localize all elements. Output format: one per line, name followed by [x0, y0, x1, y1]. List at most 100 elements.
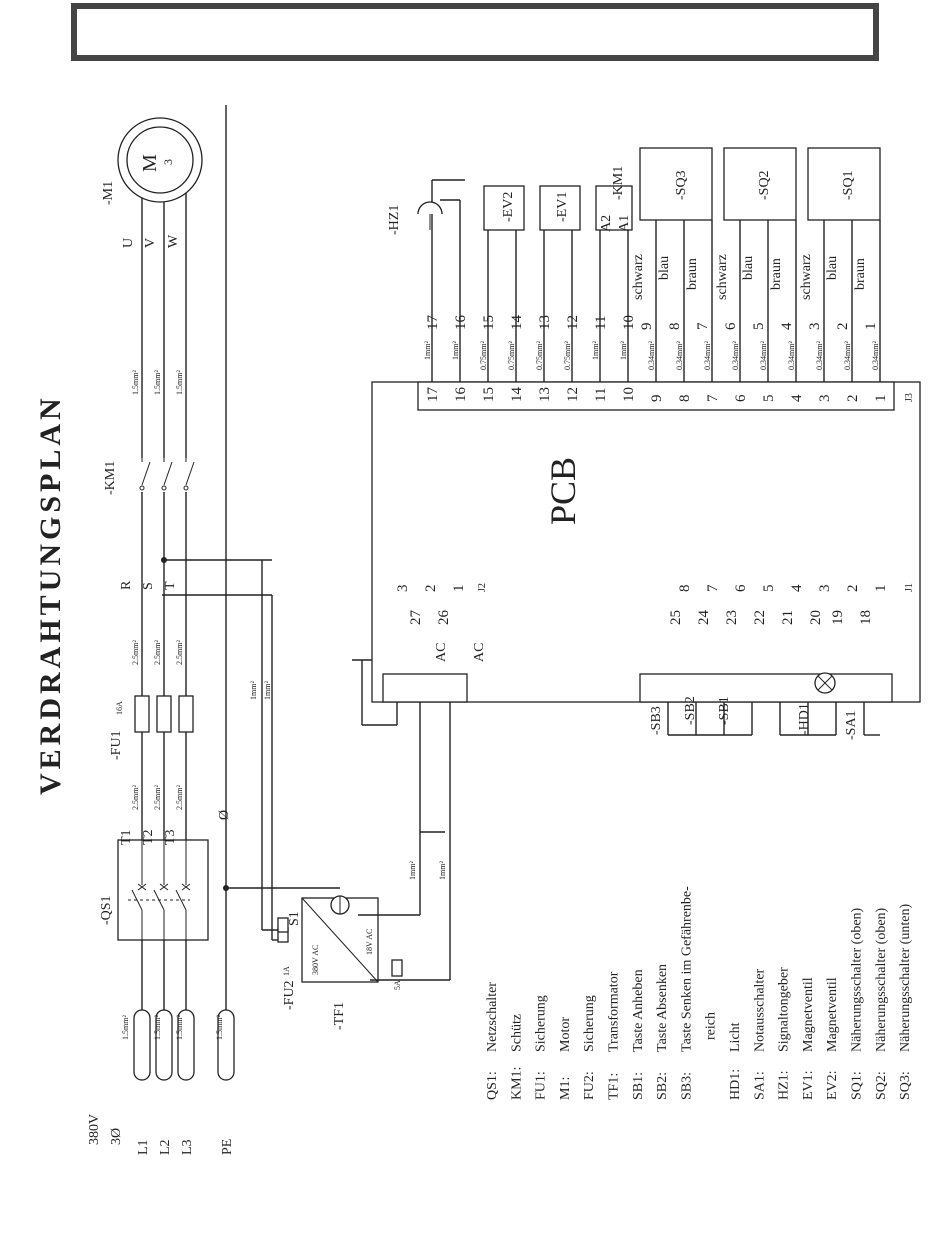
label-sq1: -SQ1	[841, 170, 856, 200]
svg-text:6: 6	[733, 584, 749, 592]
legend-desc: Magnetventil	[825, 977, 840, 1052]
svg-text:0.34mm²: 0.34mm²	[703, 341, 712, 370]
label-km1-coil: -KM1	[611, 166, 626, 200]
svg-text:18: 18	[858, 610, 874, 625]
svg-text:0.34mm²: 0.34mm²	[675, 341, 684, 370]
legend-code: TF1:	[607, 1073, 622, 1100]
legend-code: KM1:	[509, 1067, 524, 1100]
label-t1: T1	[119, 829, 134, 845]
label-t2: T2	[141, 829, 156, 845]
svg-text:4: 4	[789, 394, 805, 402]
ev2-box	[483, 185, 525, 231]
svg-text:braun: braun	[769, 258, 784, 290]
wire-size-l3: 1.5mm²	[175, 1015, 184, 1040]
qs1-crosses	[137, 883, 191, 891]
svg-text:20: 20	[808, 610, 824, 625]
label-km1: -KM1	[103, 461, 118, 495]
label-m1: -M1	[101, 181, 116, 205]
svg-text:3: 3	[817, 585, 833, 593]
j1-pin-labels: 8 7 6 5 4 3 2 1 J1 25 24 23 22 21 20 19 …	[668, 583, 915, 625]
pcb-label: PCB	[543, 457, 583, 525]
svg-text:7: 7	[695, 322, 711, 330]
svg-text:4: 4	[779, 322, 795, 330]
legend-desc: Schütz	[509, 1014, 524, 1052]
legend-code: SQ3:	[898, 1071, 913, 1100]
label-s1: S1	[287, 911, 302, 926]
motor-symbol: M	[139, 154, 161, 172]
legend: QS1:NetzschalterKM1:SchützFU1:SicherungM…	[485, 886, 913, 1100]
legend-code: EV2:	[825, 1070, 840, 1100]
svg-text:1: 1	[451, 585, 467, 593]
label-hd1: -HD1	[797, 703, 812, 735]
legend-desc: Magnetventil	[801, 977, 816, 1052]
label-fu2: -FU2	[282, 980, 297, 1010]
wire-size-l1: 1.5mm²	[121, 1015, 130, 1040]
legend-code: SQ2:	[874, 1071, 889, 1100]
svg-text:11: 11	[593, 316, 609, 330]
wire-size-ac2: 1mm²	[438, 861, 447, 880]
svg-text:16: 16	[453, 315, 469, 331]
svg-text:0.34mm²: 0.34mm²	[759, 341, 768, 370]
svg-text:11: 11	[593, 388, 609, 402]
diagram-body: 1.5mm² 1.5mm² 1.5mm² 1.5mm² 2.5mm² 2.5mm…	[117, 105, 921, 1081]
svg-text:blau: blau	[825, 256, 840, 280]
legend-code: HZ1:	[777, 1070, 792, 1100]
j3-wire-numbers: 17 16 15 14 13 12 11 10 9 8 7 6 5 4 3 2 …	[425, 315, 879, 331]
svg-text:0.75mm²: 0.75mm²	[563, 341, 572, 370]
svg-text:25: 25	[668, 610, 684, 625]
legend-desc: Transformator	[607, 971, 622, 1052]
svg-text:27: 27	[408, 610, 424, 626]
fu1-fuse-2	[156, 695, 172, 733]
wire-size-motor-u: 1.5mm²	[131, 370, 140, 395]
svg-text:19: 19	[830, 610, 846, 625]
motor-phase: 3	[161, 159, 175, 165]
svg-text:8: 8	[667, 323, 683, 331]
svg-text:braun: braun	[853, 258, 868, 290]
component-labels: 380V 3Ø L1 L2 L3 PE -QS1 T1 T2 T3 Ø -FU1…	[87, 154, 859, 1155]
svg-text:blau: blau	[741, 256, 756, 280]
svg-text:schwarz: schwarz	[799, 254, 814, 300]
svg-text:10: 10	[621, 315, 637, 330]
km1-coil-box	[595, 185, 633, 231]
label-ev2: -EV2	[501, 192, 516, 222]
svg-text:21: 21	[780, 610, 796, 625]
label-l1: L1	[136, 1139, 151, 1155]
fu1-fuse-3	[178, 695, 194, 733]
wire-size-t3: 2.5mm²	[175, 785, 184, 810]
j3-pin-labels: 17 16 15 14 13 12 11 10 9 8 7 6 5 4 3 2 …	[425, 387, 915, 403]
svg-text:1mm²: 1mm²	[619, 341, 628, 360]
title-frame	[71, 3, 879, 61]
svg-text:10: 10	[621, 387, 637, 402]
label-a1: A1	[617, 215, 632, 232]
wire-size-fu1-1: 2.5mm²	[131, 640, 140, 665]
legend-desc: Näherungsschalter (oben)	[850, 907, 865, 1052]
svg-text:blau: blau	[657, 256, 672, 280]
svg-text:1: 1	[873, 395, 889, 403]
label-s: S	[141, 582, 156, 590]
label-ac-2: AC	[472, 643, 487, 662]
sq1-box	[807, 147, 881, 221]
wire-size-motor-v: 1.5mm²	[153, 370, 162, 395]
label-t: T	[163, 581, 178, 590]
label-r: R	[119, 580, 134, 590]
wire-size-t1: 2.5mm²	[131, 785, 140, 810]
j3-wire-sizes: 1mm² 1mm² 0.75mm² 0.75mm² 0.75mm² 0.75mm…	[423, 341, 880, 370]
label-motor-w: W	[166, 234, 181, 248]
svg-text:14: 14	[509, 315, 525, 331]
svg-text:1: 1	[873, 585, 889, 593]
svg-text:8: 8	[677, 585, 693, 593]
wire-size-ac1: 1mm²	[408, 861, 417, 880]
legend-desc: Notausschalter	[752, 968, 767, 1052]
svg-text:13: 13	[537, 387, 553, 402]
sensor-color-labels: schwarz blau braun schwarz blau braun sc…	[631, 254, 868, 300]
j2-pin-labels: 3 2 1 J2 27 26	[395, 583, 488, 625]
label-hz1: -HZ1	[387, 205, 402, 235]
label-fu1-rating: 16A	[115, 701, 124, 715]
svg-text:2: 2	[845, 395, 861, 403]
svg-text:7: 7	[705, 394, 721, 402]
j3-label: J3	[904, 393, 915, 402]
svg-text:15: 15	[481, 387, 497, 402]
legend-desc: Taste Senken im Gefährenbe-	[679, 886, 694, 1052]
hz1-horn	[417, 201, 443, 215]
j1-label: J1	[904, 583, 915, 592]
